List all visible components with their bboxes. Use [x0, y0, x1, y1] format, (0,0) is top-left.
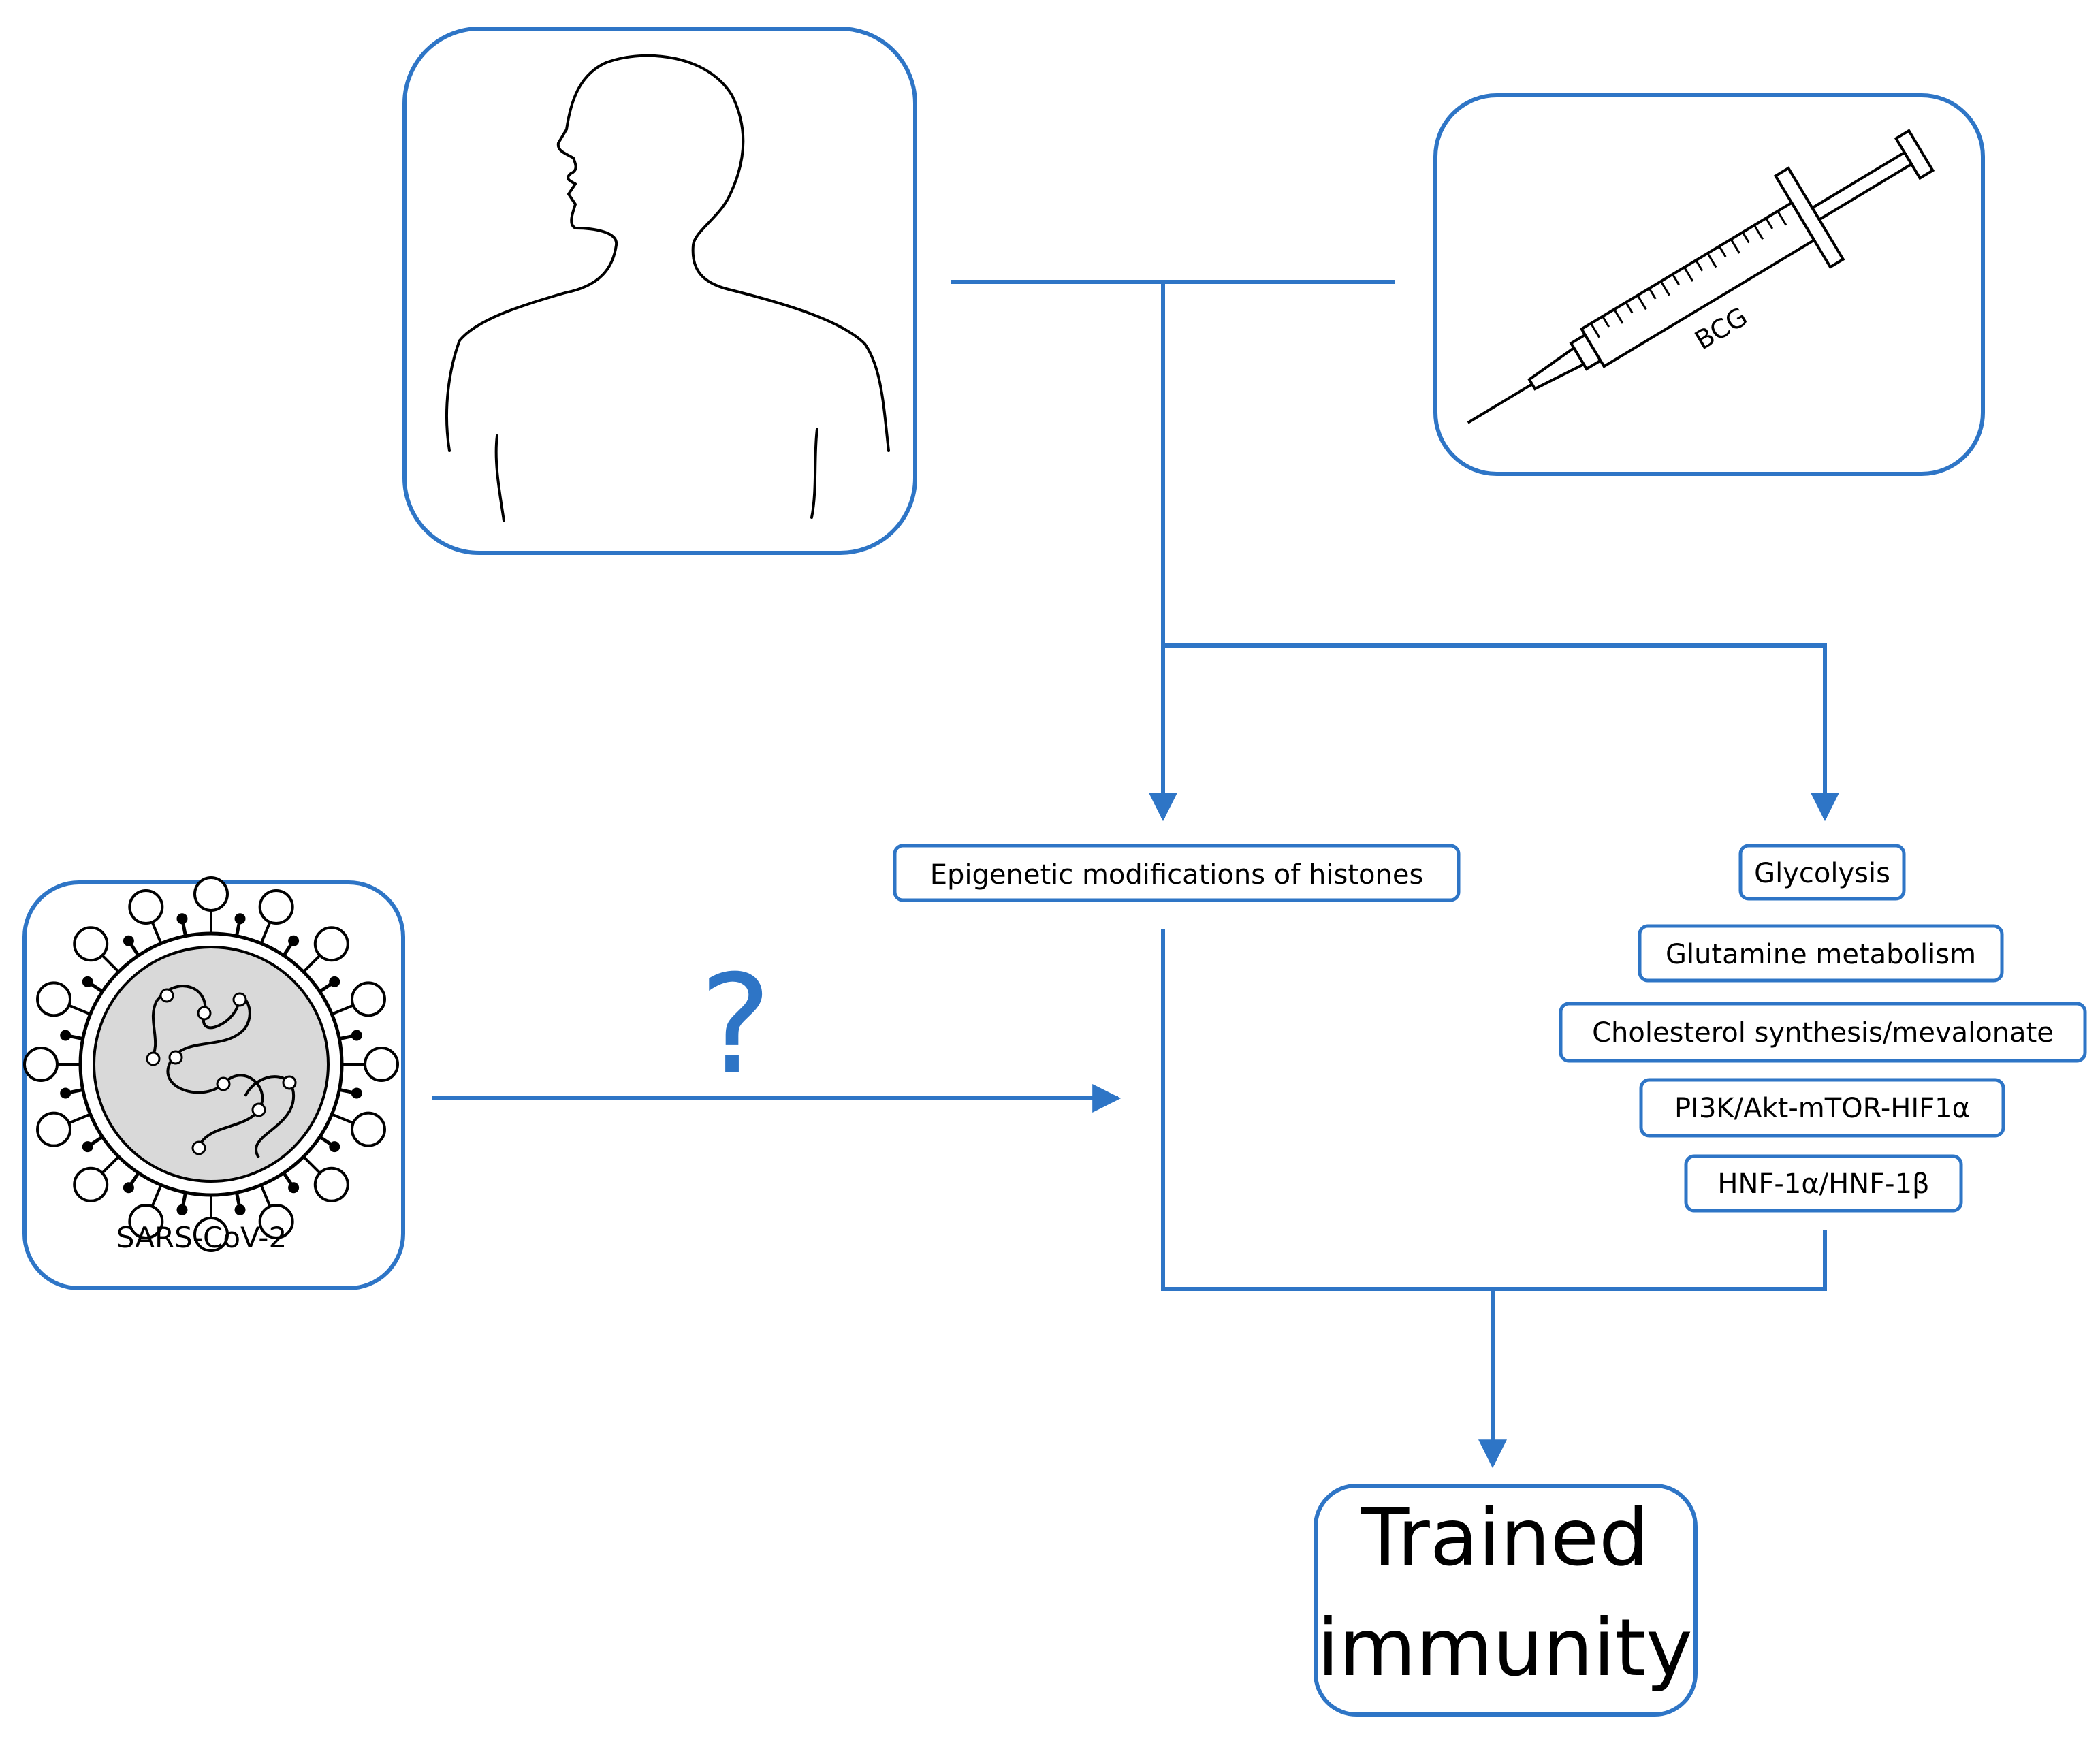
virus-spike-bulb: [23, 1047, 59, 1082]
virus-spike-bulb: [128, 1203, 164, 1239]
metabolic-label: Glutamine metabolism: [1666, 939, 1976, 970]
virus-protein-dot: [288, 1182, 300, 1194]
sars-node: SARS-CoV-2: [22, 876, 405, 1290]
syringe-icon: BCG: [1467, 129, 1935, 424]
virus-protein-dot: [60, 1030, 71, 1041]
virus-spike: [302, 953, 322, 973]
metabolic-stack: Glycolysis Glutamine metabolism Choleste…: [1559, 844, 2087, 1213]
metabolic-label: PI3K/Akt-mTOR-HIF1α: [1674, 1093, 1970, 1124]
virus-protein-dot: [123, 935, 134, 946]
virus-spike-bulb: [258, 889, 294, 925]
virus-spike: [302, 1155, 322, 1175]
virus-spike-bulb: [364, 1047, 399, 1082]
metabolic-item-cholesterol: Cholesterol synthesis/mevalonate: [1559, 1002, 2087, 1063]
virus-icon: [23, 876, 399, 1252]
virus-spike: [259, 1184, 272, 1209]
virus-spikes: [23, 876, 399, 1252]
metabolic-label: HNF-1α/HNF-1β: [1717, 1168, 1929, 1200]
virus-spike: [150, 920, 163, 944]
metabolic-label: Glycolysis: [1754, 858, 1890, 889]
virus-spike: [150, 1184, 163, 1209]
virus-spike: [331, 1003, 355, 1016]
bcg-node: BCG: [1433, 93, 1985, 476]
virus-protein-dot: [351, 1087, 362, 1099]
virus-protein-dot: [351, 1030, 362, 1041]
virus-spike-bulb: [36, 1111, 72, 1147]
virus-protein-dot: [234, 913, 246, 925]
virus-spike-bulb: [258, 1203, 294, 1239]
virus-spike: [100, 953, 120, 973]
virus-spike-bulb: [128, 889, 164, 925]
virus-rna-beads: [146, 988, 297, 1155]
virus-protein-dot: [176, 913, 188, 925]
virus-protein-dot: [234, 1204, 246, 1215]
trained-immunity-box: [1314, 1484, 1698, 1717]
virus-spike-bulb: [193, 876, 229, 912]
epigenetic-label: Epigenetic modifications of histones: [930, 859, 1424, 891]
human-node: [402, 27, 917, 555]
sars-label: SARS-CoV-2: [116, 1221, 287, 1254]
epigenetic-node: Epigenetic modifications of histones: [893, 844, 1461, 902]
virus-spike-bulb: [313, 1166, 349, 1202]
virus-spike: [331, 1113, 355, 1126]
virus-spike-bulb: [73, 1166, 109, 1202]
virus-spike-bulb: [73, 926, 109, 962]
virus-protein-dot: [82, 1141, 93, 1153]
virus-protein-dot: [329, 976, 340, 987]
virus-spike-bulb: [350, 1111, 386, 1147]
virus-spike-bulb: [193, 1217, 229, 1252]
metabolic-item-pi3k: PI3K/Akt-mTOR-HIF1α: [1639, 1078, 2005, 1138]
virus-spike: [67, 1113, 91, 1126]
virus-protein-dot: [329, 1141, 340, 1153]
virus-spike: [67, 1003, 91, 1016]
virus-spike-bulb: [350, 981, 386, 1017]
trained-immunity-line1: Trained: [1360, 1492, 1649, 1584]
virus-protein-dot: [176, 1204, 188, 1215]
virus-spike: [100, 1155, 120, 1175]
virus-protein-dot: [288, 935, 300, 946]
question-mark: ?: [699, 946, 771, 1104]
metabolic-item-glutamine: Glutamine metabolism: [1638, 924, 2004, 983]
branch-to-metabolism: [1163, 643, 1839, 822]
metabolic-label: Cholesterol synthesis/mevalonate: [1592, 1017, 2054, 1049]
virus-spike: [259, 920, 272, 944]
metabolic-item-glycolysis: Glycolysis: [1738, 844, 1906, 901]
trained-immunity-node: Trained immunity: [1314, 1484, 1698, 1717]
virus-core: [93, 946, 330, 1183]
virus-spike-bulb: [36, 981, 72, 1017]
human-silhouette-icon: [445, 54, 890, 522]
virus-protein-dot: [60, 1087, 71, 1099]
virus-protein-dot: [82, 976, 93, 987]
virus-spike-bulb: [313, 926, 349, 962]
epigenetic-box: [893, 844, 1461, 902]
trained-immunity-line2: immunity: [1317, 1602, 1693, 1694]
metabolic-item-hnf: HNF-1α/HNF-1β: [1684, 1154, 1963, 1213]
virus-protein-dot: [123, 1182, 134, 1194]
human-box: [402, 27, 917, 555]
connectors: [432, 280, 1839, 1469]
